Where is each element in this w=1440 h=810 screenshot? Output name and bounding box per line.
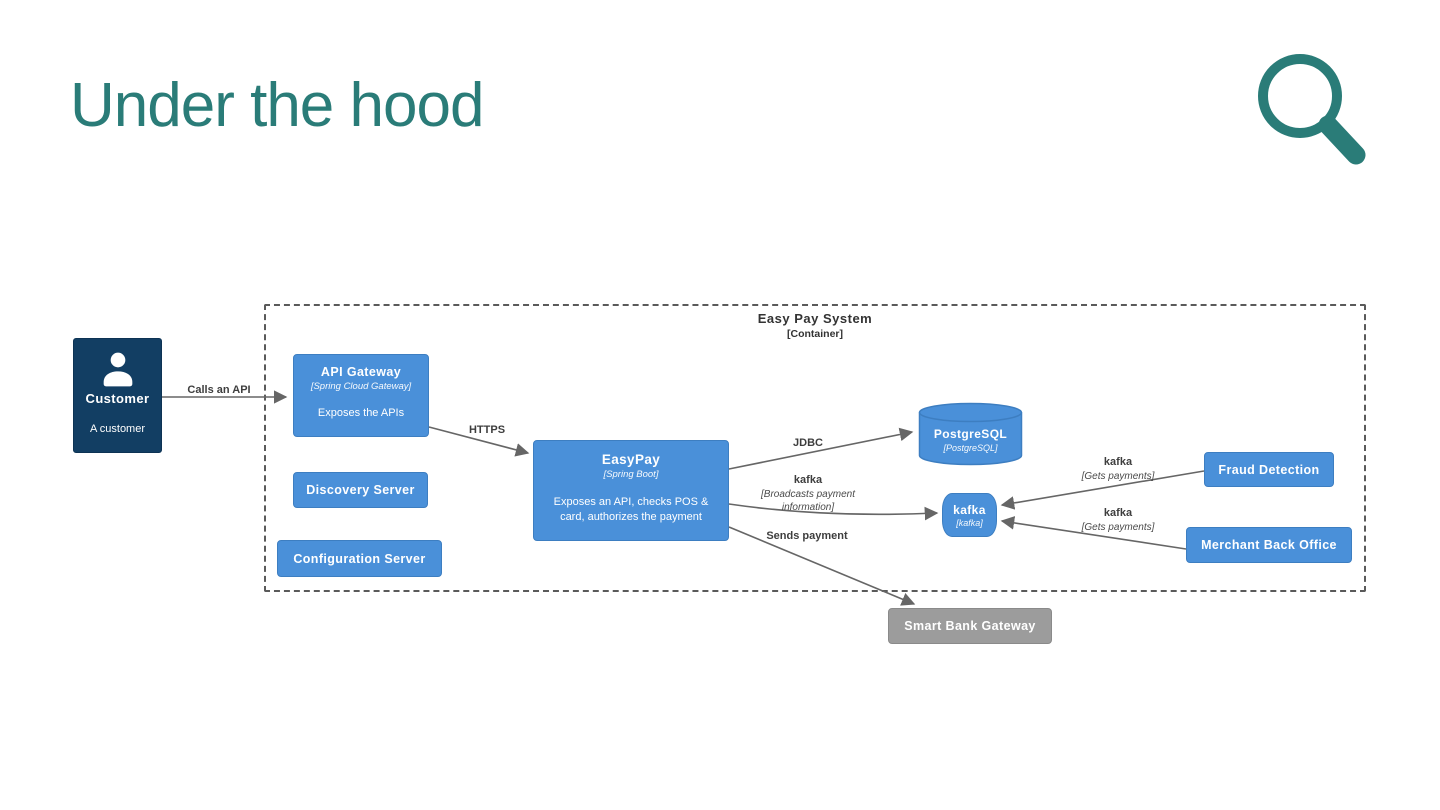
- node-title: Customer: [85, 391, 150, 406]
- edge-label-https: HTTPS: [468, 424, 506, 436]
- node-title: Smart Bank Gateway: [904, 619, 1036, 633]
- node-title: Fraud Detection: [1218, 462, 1320, 477]
- node-title: EasyPay: [601, 452, 661, 467]
- node-title: Configuration Server: [293, 551, 426, 566]
- edge-label-merchant-kafka: kafka [Gets payments]: [1082, 507, 1155, 534]
- edge-label-sub: [Gets payments]: [1081, 522, 1155, 533]
- node-description: Exposes the APIs: [317, 407, 405, 419]
- node-configuration-server: Configuration Server: [277, 540, 442, 577]
- node-title: PostgreSQL: [933, 427, 1008, 441]
- node-description: A customer: [89, 423, 146, 435]
- edge-label-sub: [Gets payments]: [1081, 471, 1155, 482]
- edge-label-sub: [Broadcasts payment information]: [761, 489, 855, 513]
- edge-label-fraud-kafka: kafka [Gets payments]: [1082, 456, 1155, 483]
- node-label-wrap: PostgreSQL [PostgreSQL]: [934, 427, 1007, 453]
- system-boundary-label: Easy Pay System [Container]: [266, 311, 1364, 340]
- node-postgresql: PostgreSQL [PostgreSQL]: [918, 402, 1023, 466]
- node-fraud-detection: Fraud Detection: [1204, 452, 1334, 487]
- edge-label-main: kafka: [793, 474, 823, 486]
- node-subtitle: [Spring Boot]: [603, 469, 659, 480]
- edge-label-easypay-kafka: kafka [Broadcasts payment information]: [746, 474, 871, 514]
- node-title: kafka: [953, 502, 986, 517]
- node-easypay: EasyPay [Spring Boot] Exposes an API, ch…: [533, 440, 729, 541]
- node-merchant-back-office: Merchant Back Office: [1186, 527, 1352, 563]
- page-title: Under the hood: [70, 71, 484, 140]
- node-api-gateway: API Gateway [Spring Cloud Gateway] Expos…: [293, 354, 429, 437]
- node-discovery-server: Discovery Server: [293, 472, 428, 508]
- person-icon: [103, 352, 132, 387]
- node-title: Discovery Server: [306, 483, 415, 497]
- database-cylinder-icon: [918, 402, 1023, 466]
- node-kafka: kafka [kafka]: [942, 493, 997, 537]
- node-subtitle: [PostgreSQL]: [943, 443, 998, 453]
- magnifier-icon: [1258, 54, 1366, 165]
- node-smart-bank-gateway: Smart Bank Gateway: [888, 608, 1052, 644]
- node-title: Merchant Back Office: [1201, 538, 1337, 552]
- boundary-subtitle: [Container]: [787, 328, 843, 340]
- node-title: API Gateway: [320, 365, 402, 379]
- edge-label-sends-payment: Sends payment: [766, 530, 848, 542]
- node-subtitle: [kafka]: [956, 517, 983, 528]
- boundary-title: Easy Pay System: [757, 311, 873, 326]
- node-subtitle: [Spring Cloud Gateway]: [310, 381, 412, 392]
- edge-label-calls-an-api: Calls an API: [187, 384, 251, 396]
- edge-label-main: kafka: [1103, 507, 1133, 519]
- node-description: Exposes an API, checks POS & card, autho…: [553, 496, 709, 523]
- node-customer: Customer A customer: [73, 338, 162, 453]
- edge-label-jdbc: JDBC: [793, 437, 823, 449]
- edge-label-main: kafka: [1103, 456, 1133, 468]
